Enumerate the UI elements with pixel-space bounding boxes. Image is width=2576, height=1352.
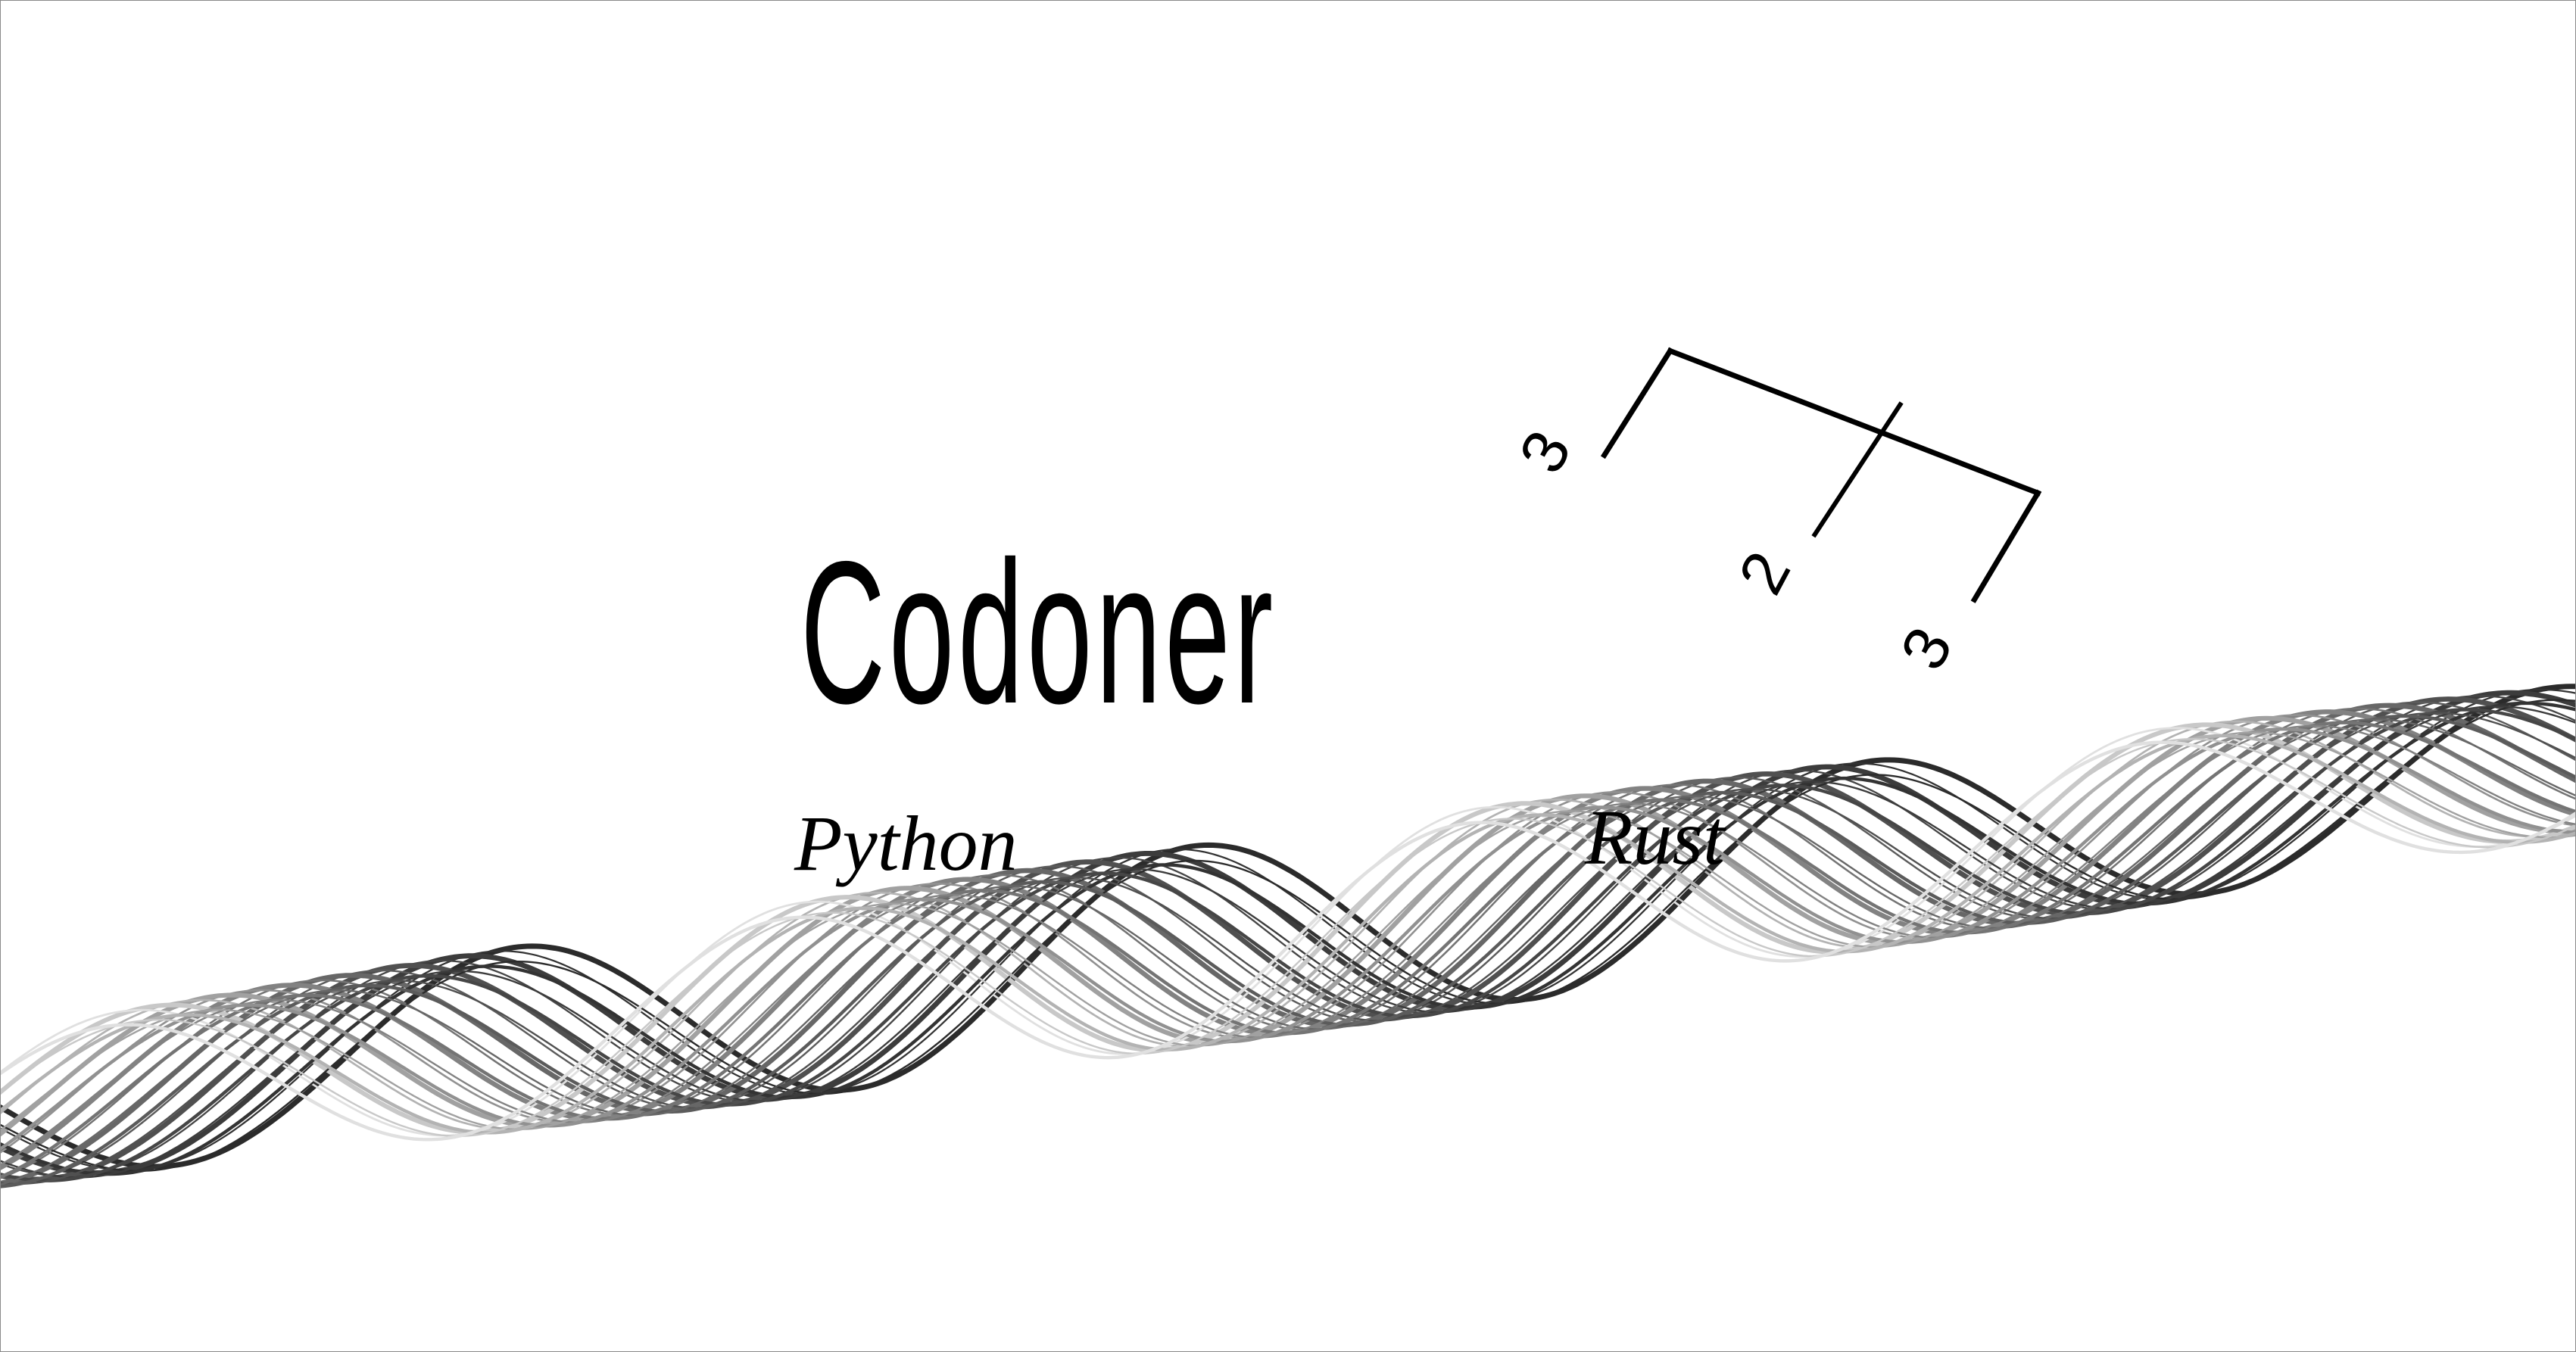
codon-bracket-labels: 3 2 3 (1505, 419, 1966, 681)
wave-curve (1, 695, 2575, 1177)
wave-curve (1, 734, 2575, 1135)
wave-curve (1, 701, 2575, 1184)
bracket-main-bar (1667, 347, 2041, 497)
wave-curve (1, 724, 2575, 1166)
wave-curve (1, 738, 2575, 1138)
bracket-right-arm (1970, 489, 2042, 603)
bracket-label-left: 3 (1505, 419, 1585, 484)
wave-curve (1, 727, 2575, 1151)
bracket-label-center: 2 (1725, 540, 1804, 605)
wave-curve (1, 702, 2575, 1186)
wave-curve (1, 718, 2575, 1185)
wave-curve (1, 684, 2575, 1170)
wave-curve (1, 722, 2575, 1135)
wave-curve (1, 714, 2575, 1188)
sine-wave-band (1, 684, 2575, 1188)
bracket-center-tick (1811, 401, 1904, 538)
wave-curve (1, 705, 2575, 1179)
wave-curve (1, 699, 2575, 1172)
wave-curve (1, 727, 2575, 1137)
wave-curve (1, 721, 2575, 1179)
wave-curve (1, 740, 2575, 1142)
wave-curve (1, 688, 2575, 1171)
codon-bracket-diagram (1600, 347, 2042, 603)
bracket-left-arm (1600, 347, 1674, 459)
wave-curve (1, 708, 2575, 1182)
bracket-label-right: 3 (1886, 616, 1966, 681)
wave-curve (1, 731, 2575, 1132)
wave-curve (1, 709, 2575, 1170)
